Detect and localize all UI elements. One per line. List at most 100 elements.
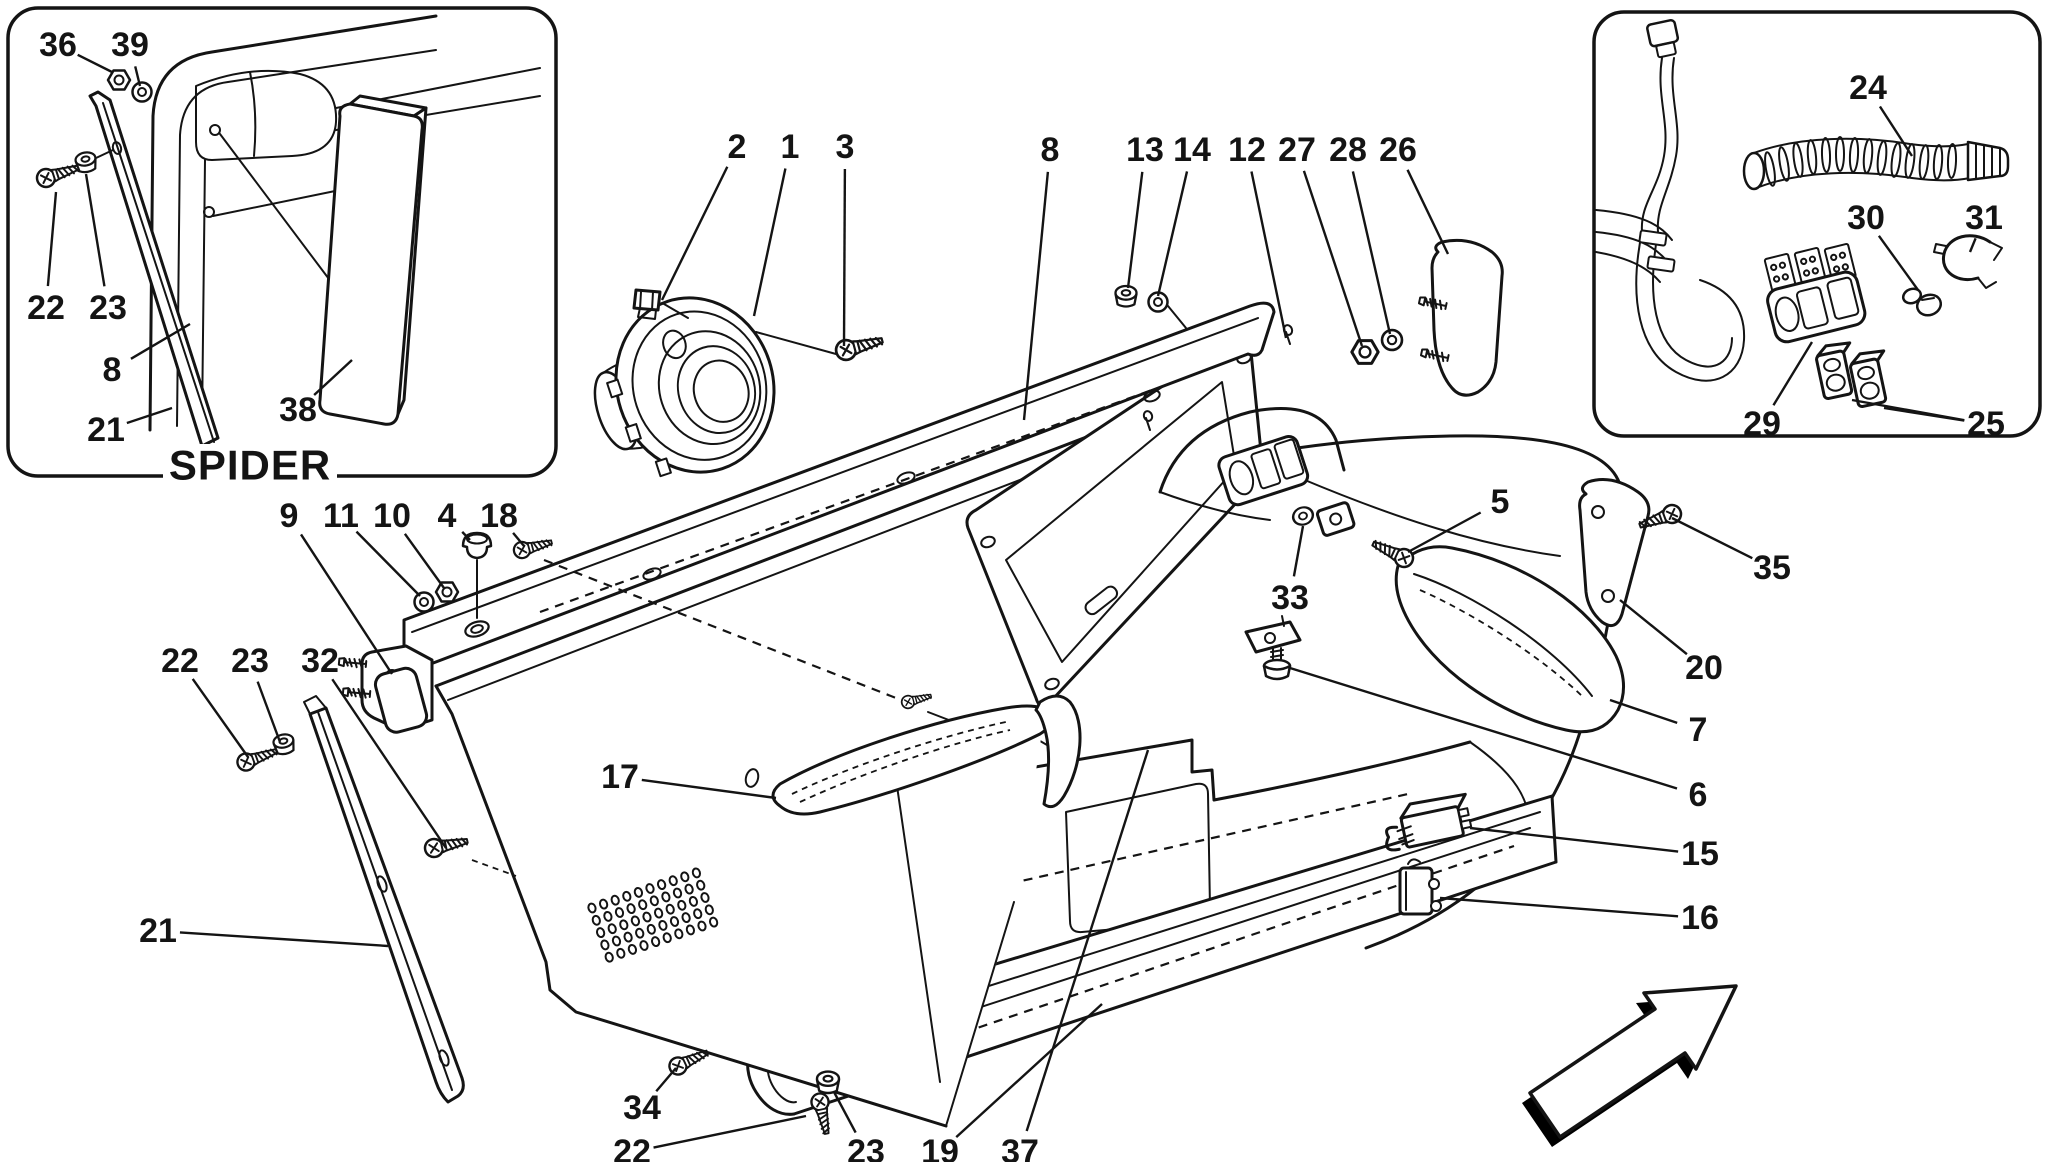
callout-29-leader [1772,341,1814,406]
grille-hole [661,891,671,903]
grille-hole [623,931,633,943]
grille-hole [688,895,699,907]
callout-22-label: 22 [27,289,65,327]
callout-7-leader [1609,698,1678,725]
callout-19-leader [955,1003,1103,1139]
callout-1-label: 1 [781,128,800,166]
grille-hole [642,911,652,923]
callout-4-label: 4 [438,497,457,535]
callout-31-leader [1968,237,1977,253]
callout-3-leader [842,168,847,347]
washer-33 [1291,506,1315,526]
callout-14-label: 14 [1173,131,1211,169]
grille-hole [658,919,668,931]
callout-35-leader [1671,516,1753,560]
callout-3-label: 3 [836,128,855,166]
grille-hole [591,914,601,926]
armrest-pad-7 [1394,545,1625,734]
grille-hole [595,927,606,939]
callout-37-leader [1025,749,1150,1132]
switch-bezel-29 [1766,270,1867,344]
grille-hole [656,879,667,891]
grille-hole [619,919,629,931]
callout-14-leader [1156,171,1189,297]
callout-16-label: 16 [1681,899,1719,937]
callout-32-label: 32 [301,642,339,680]
grille-hole [633,886,644,898]
callout-23-leader [256,681,282,743]
callout-16-leader [1439,896,1679,918]
callout-17-label: 17 [601,758,639,796]
pull-strap-9 [373,666,429,734]
screw-3 [832,329,887,364]
grille-hole [672,887,683,899]
callout-21-label: 21 [87,411,125,449]
top-rail-8 [402,301,1276,672]
callout-12-label: 12 [1228,131,1266,169]
grille-hole [616,947,626,959]
callout-11-label: 11 [323,497,359,535]
callout-32-leader [331,678,447,849]
conduit-24 [1742,136,2010,191]
callout-35-label: 35 [1753,549,1791,587]
callout-4-leader [461,531,471,541]
grille-hole [614,907,625,918]
grille-hole [650,936,661,948]
callout-9-label: 9 [280,497,299,535]
grille-hole [600,939,610,951]
grille-hole [653,907,664,919]
door-frame-corner [148,14,541,432]
grille-hole [696,879,706,891]
callout-22-leader [46,191,58,287]
callout-1-leader [752,168,787,317]
switches-25 [1815,341,1888,409]
callout-8-label: 8 [1041,131,1060,169]
harness-inset [1592,10,2042,438]
callout-22-leader [191,678,249,758]
grille-hole [639,940,649,951]
variant-label: SPIDER [169,442,331,489]
callout-20-label: 20 [1685,649,1723,687]
grille-hole [604,951,614,963]
spider-inset [6,6,558,478]
callout-8-label: 8 [103,351,122,389]
callout-19-label: 19 [921,1133,959,1162]
callout-22-label: 22 [613,1133,651,1162]
callout-29-label: 29 [1743,405,1781,443]
speaker-grille [587,867,719,963]
callout-27-leader [1302,170,1364,347]
callout-15-leader [1469,826,1679,853]
harness-connectors [1763,242,1857,293]
grille-hole [693,908,703,920]
window-switch-bezel [1217,435,1310,507]
grille-hole [691,867,702,879]
callout-26-leader [1406,169,1450,255]
grille-hole [645,883,655,894]
lower-trim-strip-21 [303,695,465,1104]
grille-hole [598,898,609,910]
callout-30-label: 30 [1847,199,1885,237]
callout-8-leader [130,322,191,360]
bracket-6 [1244,615,1302,654]
door-switch-15 [1385,792,1473,852]
grommet-30 [1901,287,1943,317]
callout-39-leader [134,66,142,87]
pillar-trim-38 [318,94,428,426]
cover-plate-26 [1430,238,1504,397]
grille-hole [587,902,597,914]
grille-hole [665,903,675,915]
variant-label-backing [163,444,337,486]
callout-2-label: 2 [728,128,747,166]
callout-7-label: 7 [1689,711,1708,749]
grille-hole [700,892,710,903]
grille-hole [603,910,613,922]
callout-25-leader [1883,406,1965,422]
grommet-23-bottom [815,1070,841,1095]
callout-10-label: 10 [373,497,411,535]
callout-27-label: 27 [1278,131,1316,169]
callout-13-label: 13 [1126,131,1164,169]
grille-hole [626,903,636,915]
callout-10-leader [403,533,445,589]
callout-13-leader [1126,171,1144,289]
